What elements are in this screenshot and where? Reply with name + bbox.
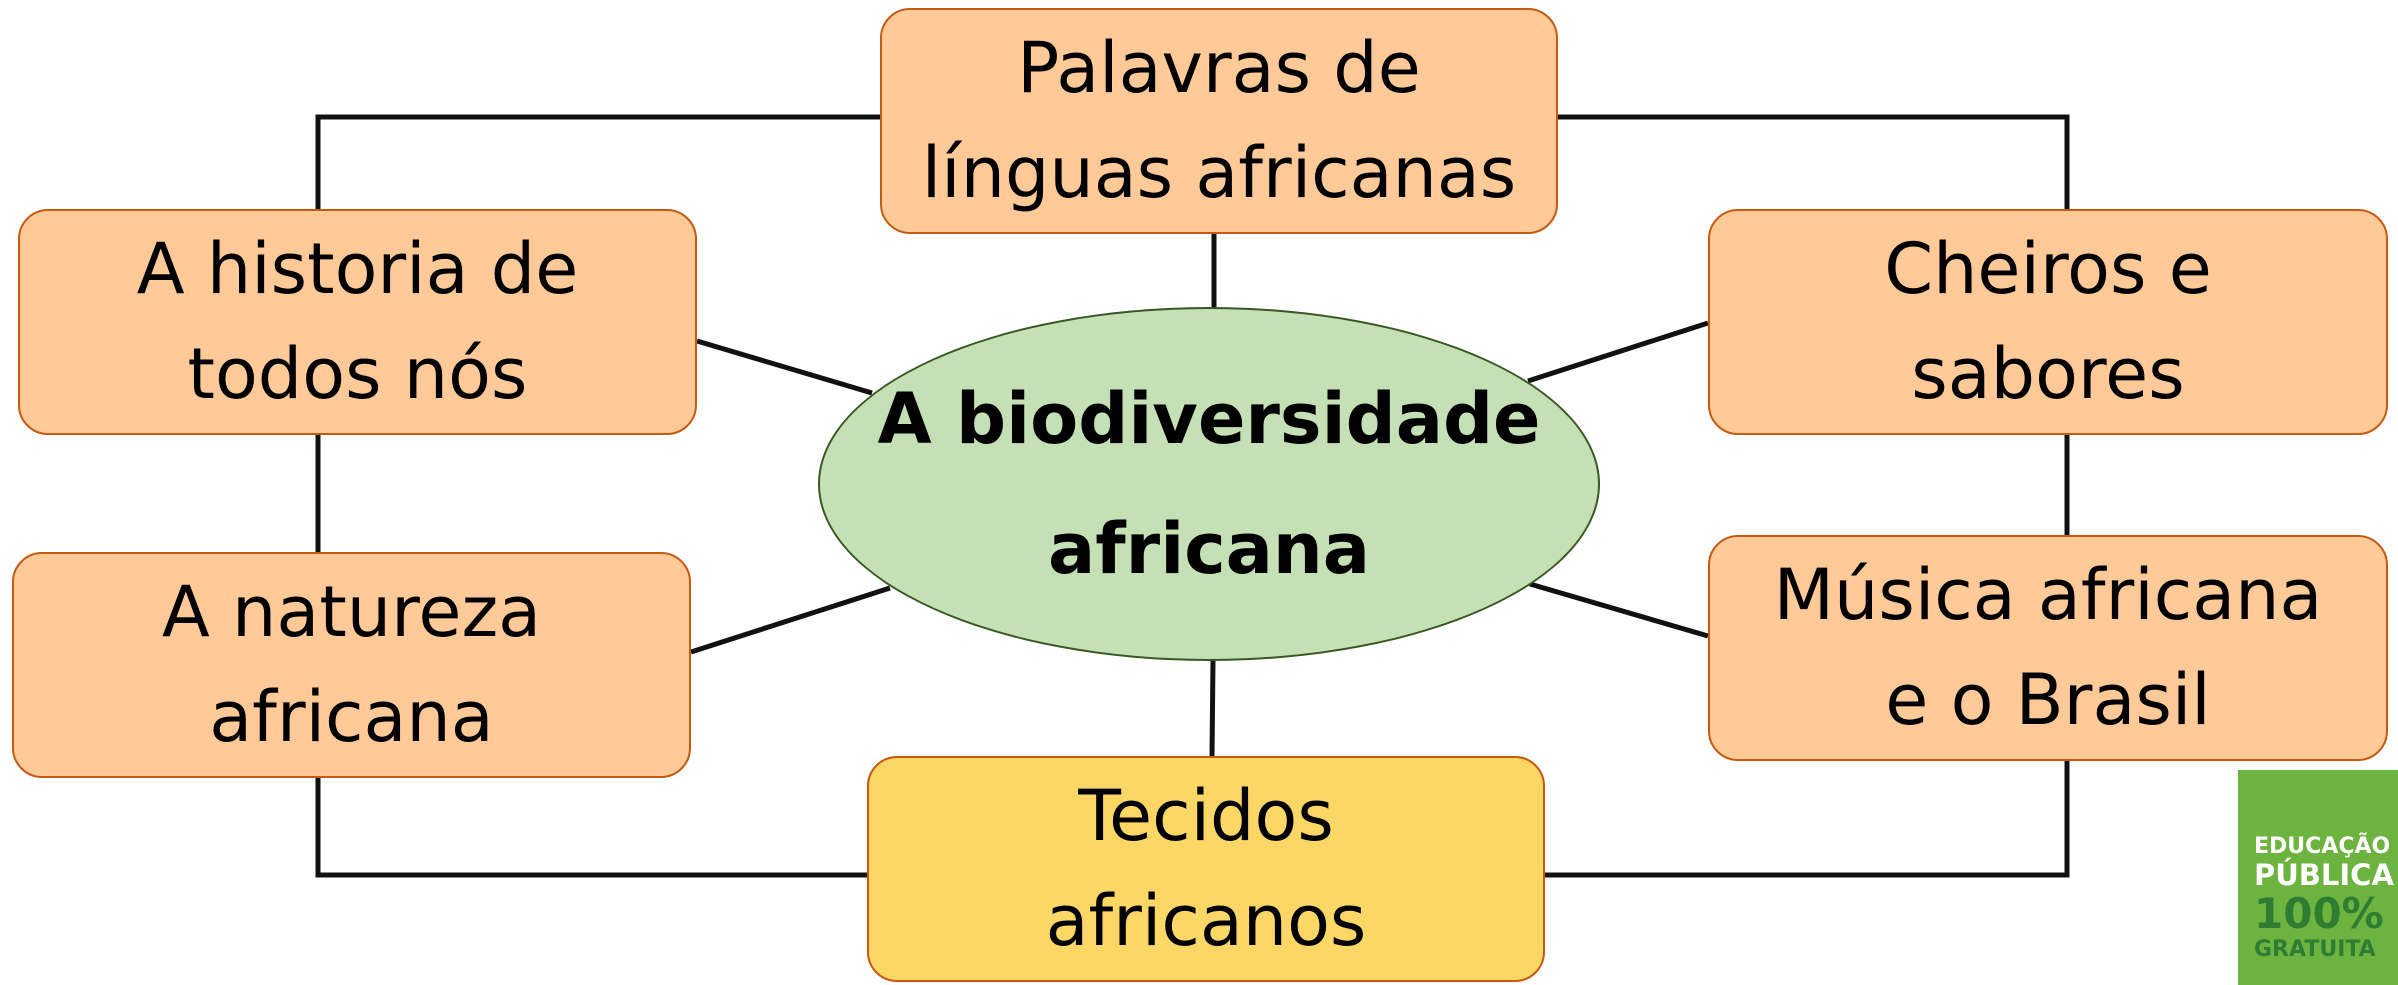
node-tecidos-africanos: Tecidos africanos [867,756,1545,982]
center-topic: A biodiversidade africana [818,307,1600,661]
node-label-line1: A natureza [161,571,542,653]
logo-line3: 100% [2254,889,2384,938]
node-label-line1: Cheiros e [1884,228,2212,310]
node-a-historia-de-todos-nos: A historia de todos nós [18,209,697,435]
connector-top-right [1527,320,1709,384]
node-label-line2: todos nós [187,333,528,415]
node-palavras-de-linguas-africanas: Palavras de línguas africanas [880,8,1558,234]
center-topic-line1: A biodiversidade [877,378,1541,460]
logo-line4: GRATUITA [2254,937,2376,962]
connector-bottom-left [690,585,891,655]
node-label-line2: sabores [1911,333,2185,415]
node-label-line1: Palavras de [1017,27,1421,109]
node-a-natureza-africana: A natureza africana [12,552,691,778]
logo-line2: PÚBLICA [2254,858,2394,892]
node-label-line2: africana [209,676,494,758]
node-label-line2: línguas africanas [921,132,1517,214]
connector-bottom [1209,659,1216,757]
node-label-line2: e o Brasil [1885,659,2211,741]
node-label-line2: africanos [1045,880,1367,962]
educacao-publica-logo: EDUCAÇÃO PÚBLICA 100% GRATUITA [2238,770,2398,985]
connector-bottom-right [1529,581,1709,639]
node-label-line1: A historia de [136,228,579,310]
node-musica-africana-e-o-brasil: Música africana e o Brasil [1708,535,2388,761]
node-label-line1: Música africana [1773,554,2323,636]
node-label-line1: Tecidos [1078,775,1334,857]
center-topic-line2: africana [1047,508,1370,590]
node-cheiros-e-sabores: Cheiros e sabores [1708,209,2388,435]
connector-top-left [696,338,873,396]
logo-line1: EDUCAÇÃO [2254,834,2391,859]
